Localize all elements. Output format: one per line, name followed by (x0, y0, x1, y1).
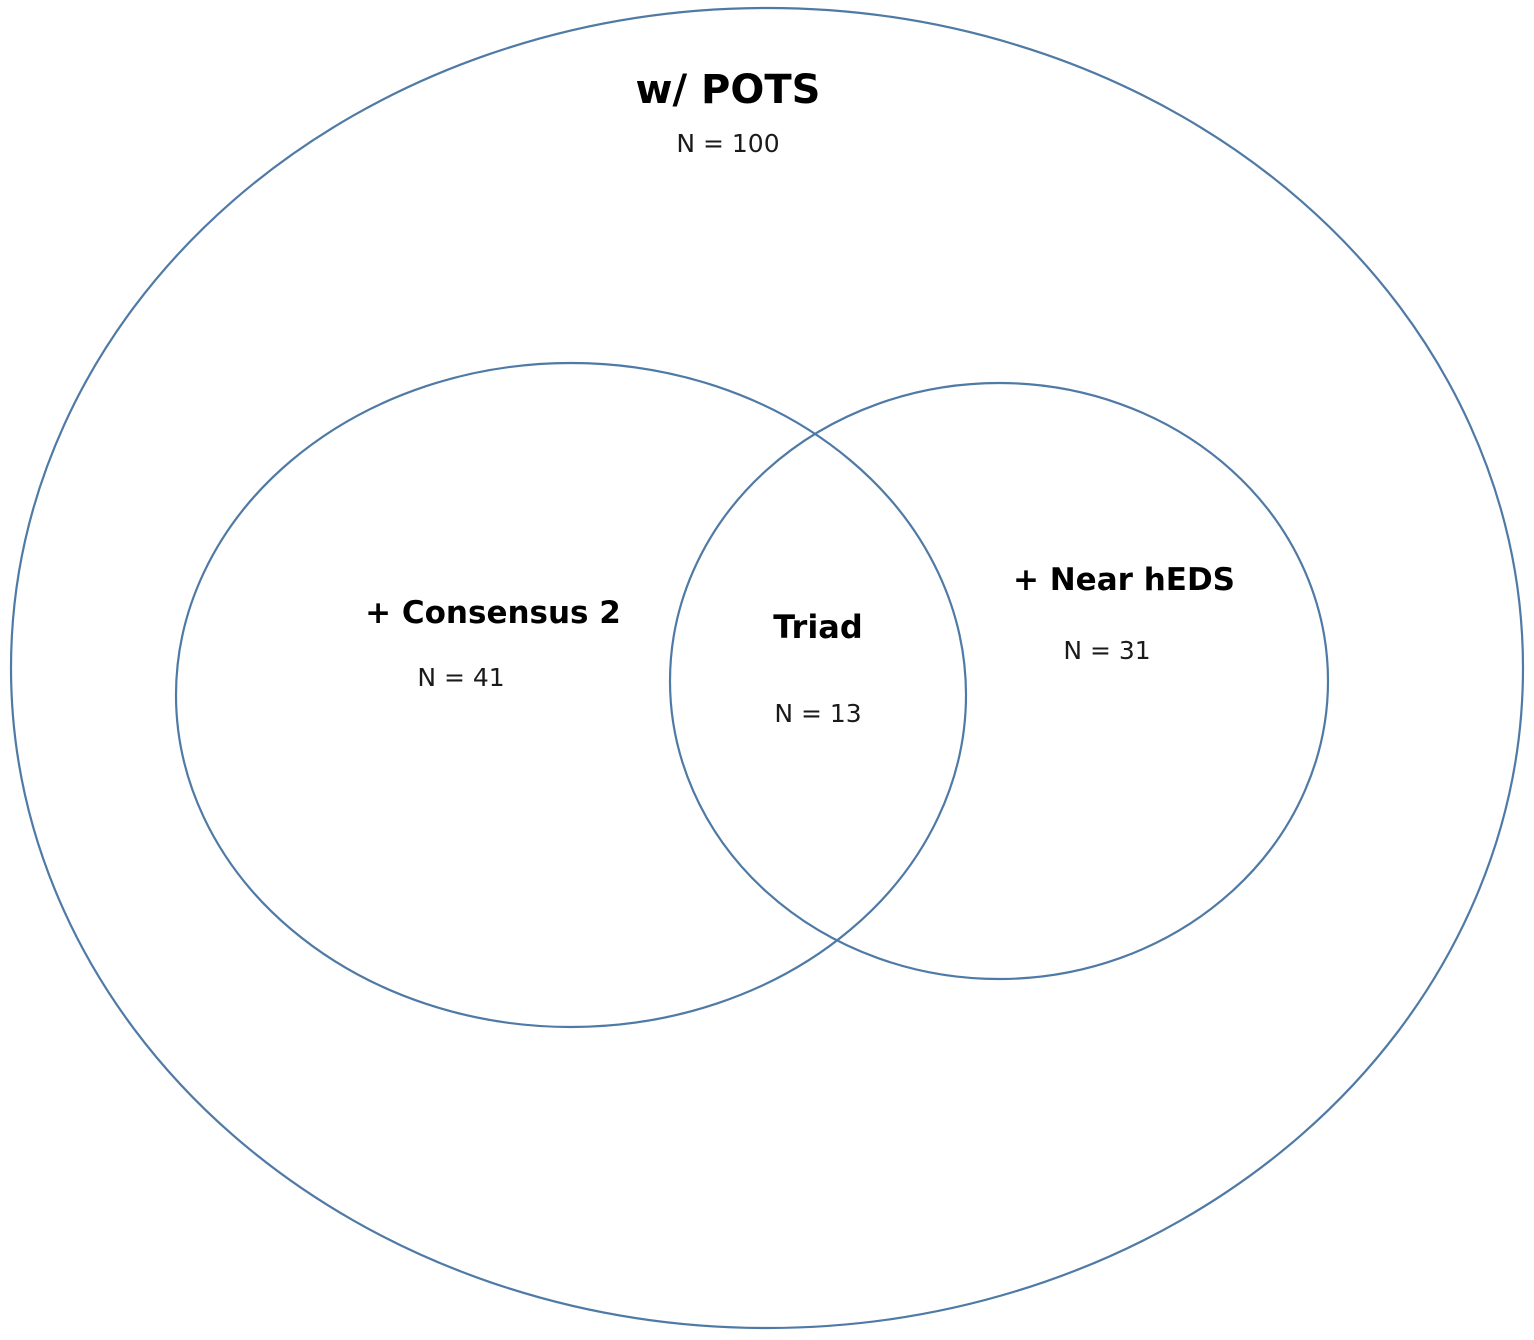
right-set-count: N = 31 (1063, 636, 1150, 665)
outer-set-count: N = 100 (676, 129, 779, 158)
left-set-title: + Consensus 2 (365, 595, 621, 631)
intersection-title: Triad (773, 608, 863, 646)
left-set-ellipse (174, 361, 968, 1029)
right-set-ellipse (668, 381, 1330, 981)
right-set-title: + Near hEDS (1013, 562, 1235, 598)
outer-set-title: w/ POTS (636, 67, 821, 113)
left-set-count: N = 41 (417, 663, 504, 692)
outer-set-ellipse (9, 6, 1525, 1330)
intersection-count: N = 13 (774, 699, 861, 728)
